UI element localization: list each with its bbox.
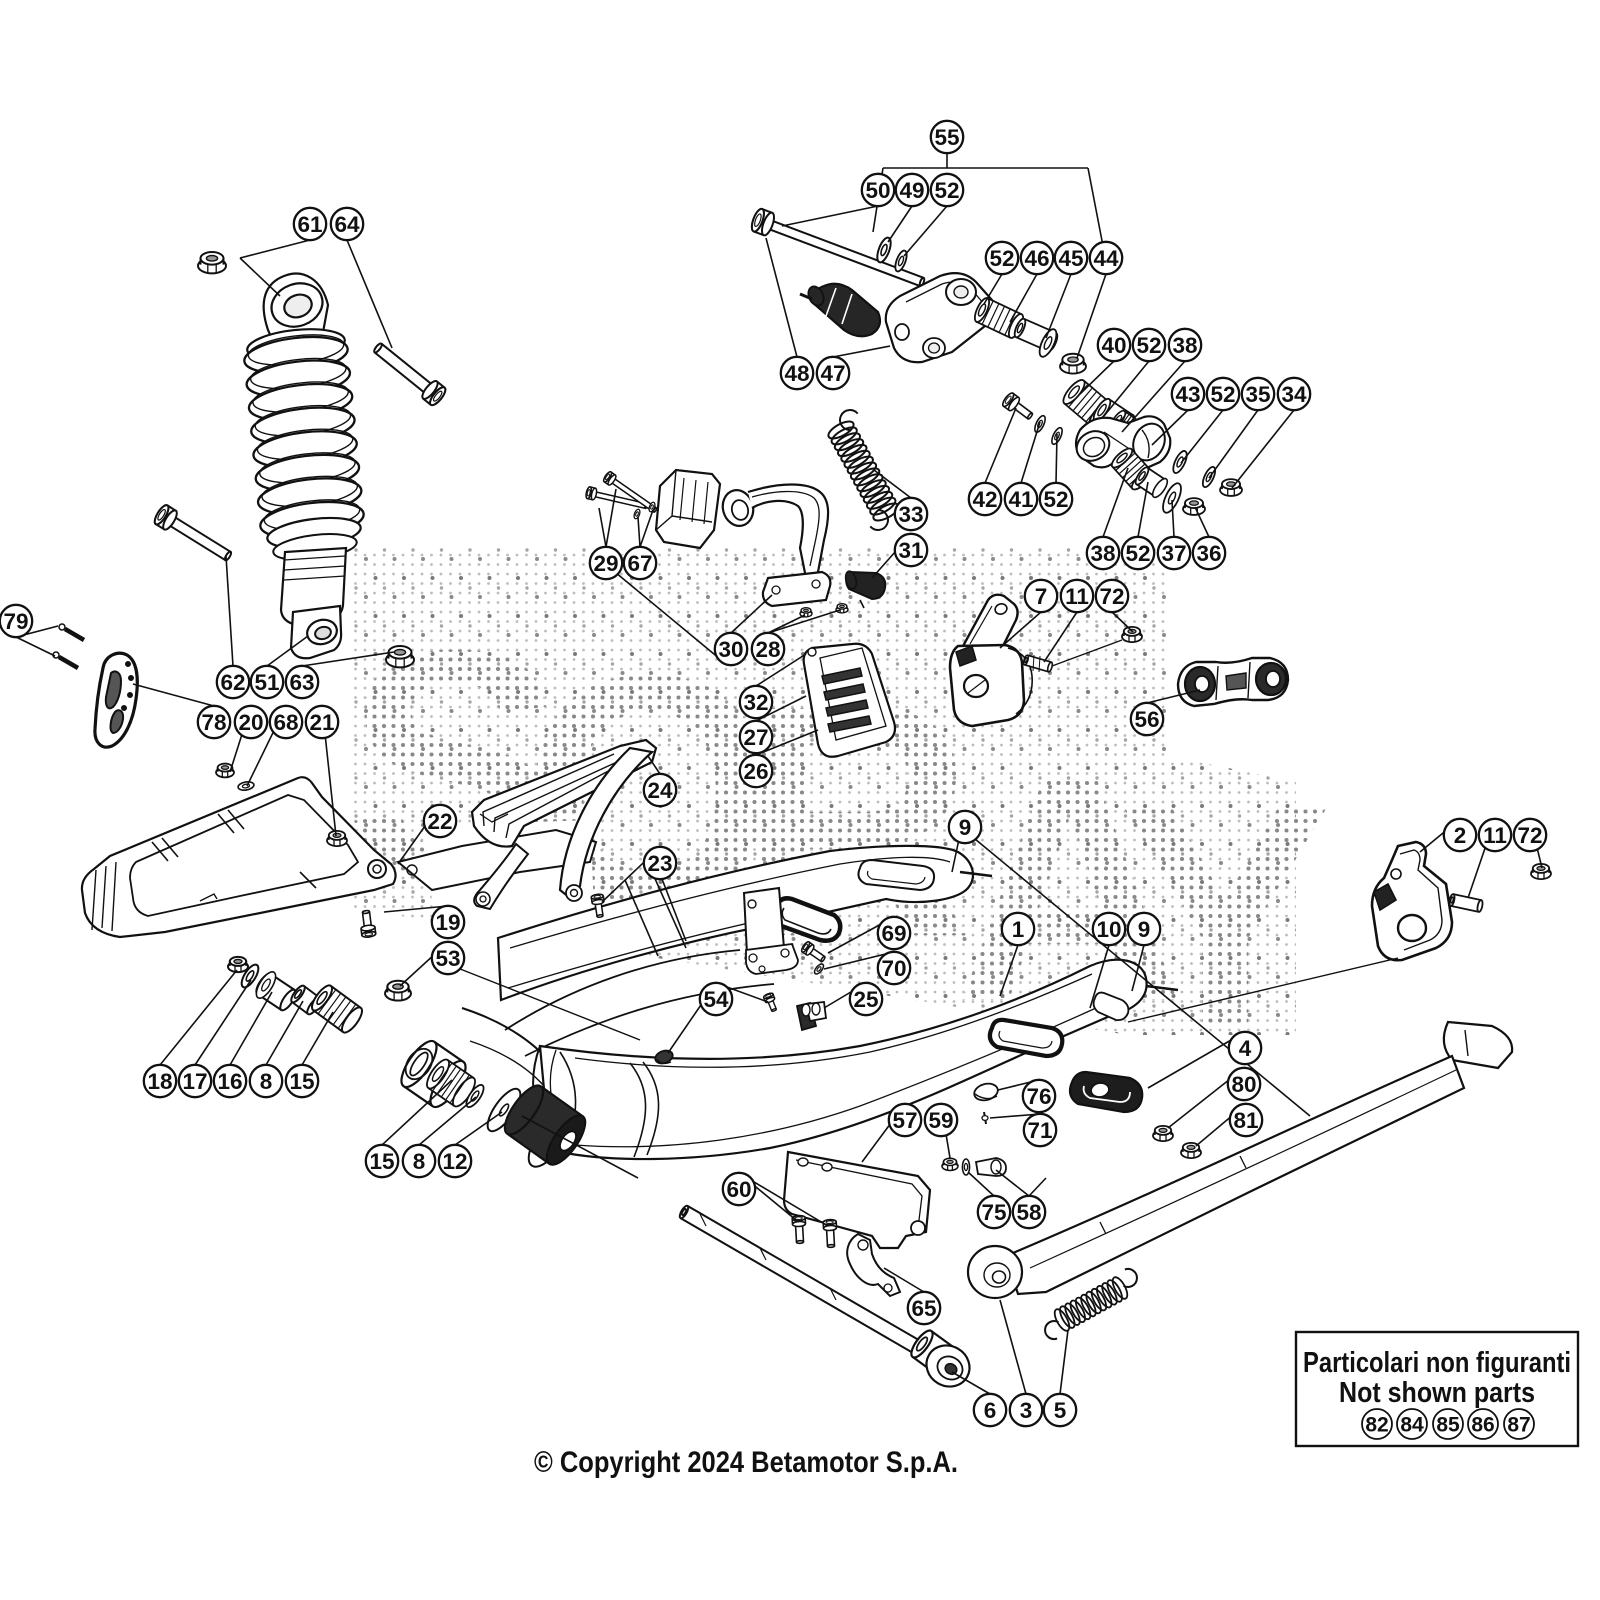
- svg-text:27: 27: [743, 725, 768, 750]
- svg-text:24: 24: [647, 778, 673, 803]
- svg-text:41: 41: [1008, 487, 1033, 512]
- svg-text:15: 15: [289, 1069, 314, 1094]
- svg-text:25: 25: [853, 987, 878, 1012]
- svg-text:59: 59: [928, 1108, 953, 1133]
- svg-text:51: 51: [254, 670, 279, 695]
- svg-text:52: 52: [1210, 382, 1235, 407]
- svg-text:49: 49: [899, 178, 924, 203]
- svg-text:6: 6: [984, 1398, 997, 1423]
- svg-text:22: 22: [427, 809, 452, 834]
- svg-text:53: 53: [435, 946, 460, 971]
- svg-text:43: 43: [1175, 382, 1200, 407]
- svg-text:54: 54: [703, 987, 729, 1012]
- svg-text:52: 52: [1125, 541, 1150, 566]
- svg-text:30: 30: [718, 637, 743, 662]
- svg-text:50: 50: [865, 178, 890, 203]
- svg-text:40: 40: [1101, 333, 1126, 358]
- svg-text:52: 52: [1136, 333, 1161, 358]
- svg-text:57: 57: [892, 1108, 917, 1133]
- svg-text:38: 38: [1090, 541, 1115, 566]
- svg-text:81: 81: [1233, 1108, 1258, 1133]
- svg-text:78: 78: [201, 710, 226, 735]
- svg-text:42: 42: [972, 487, 997, 512]
- svg-text:15: 15: [369, 1149, 394, 1174]
- svg-text:38: 38: [1172, 333, 1197, 358]
- svg-text:12: 12: [442, 1149, 467, 1174]
- svg-text:70: 70: [881, 956, 906, 981]
- svg-text:69: 69: [881, 921, 906, 946]
- svg-text:35: 35: [1245, 382, 1270, 407]
- svg-text:7: 7: [1035, 584, 1048, 609]
- svg-text:61: 61: [297, 212, 322, 237]
- svg-text:80: 80: [1231, 1072, 1256, 1097]
- svg-text:58: 58: [1016, 1200, 1041, 1225]
- svg-text:55: 55: [934, 125, 959, 150]
- svg-text:2: 2: [1454, 823, 1467, 848]
- svg-text:28: 28: [755, 637, 780, 662]
- svg-text:3: 3: [1020, 1398, 1033, 1423]
- svg-text:45: 45: [1058, 246, 1083, 271]
- svg-text:17: 17: [182, 1069, 207, 1094]
- svg-text:Particolari non figuranti: Particolari non figuranti: [1303, 1347, 1571, 1379]
- svg-text:64: 64: [334, 212, 360, 237]
- svg-text:© Copyright 2024 Betamotor S.p: © Copyright 2024 Betamotor S.p.A.: [534, 1446, 958, 1479]
- svg-text:11: 11: [1065, 584, 1089, 609]
- svg-text:31: 31: [898, 538, 923, 563]
- svg-text:5: 5: [1054, 1398, 1067, 1423]
- svg-text:85: 85: [1436, 1414, 1460, 1437]
- svg-text:44: 44: [1093, 246, 1119, 271]
- svg-text:52: 52: [989, 246, 1014, 271]
- svg-text:34: 34: [1281, 382, 1307, 407]
- svg-text:Not shown parts: Not shown parts: [1339, 1377, 1535, 1409]
- svg-text:48: 48: [784, 361, 809, 386]
- svg-text:10: 10: [1096, 917, 1121, 942]
- svg-text:86: 86: [1471, 1414, 1494, 1437]
- svg-text:9: 9: [959, 815, 972, 840]
- svg-text:26: 26: [743, 759, 768, 784]
- svg-text:21: 21: [309, 710, 334, 735]
- svg-text:18: 18: [147, 1069, 172, 1094]
- svg-text:84: 84: [1400, 1414, 1424, 1437]
- svg-text:79: 79: [3, 609, 28, 634]
- svg-text:82: 82: [1365, 1414, 1388, 1437]
- svg-text:32: 32: [743, 690, 768, 715]
- svg-text:67: 67: [627, 551, 652, 576]
- svg-text:52: 52: [1043, 487, 1068, 512]
- svg-text:87: 87: [1507, 1414, 1530, 1437]
- svg-text:36: 36: [1196, 541, 1221, 566]
- svg-text:72: 72: [1099, 584, 1124, 609]
- svg-text:56: 56: [1134, 707, 1159, 732]
- svg-text:4: 4: [1239, 1036, 1252, 1061]
- svg-text:11: 11: [1483, 823, 1507, 848]
- svg-text:19: 19: [435, 910, 460, 935]
- svg-text:62: 62: [220, 670, 245, 695]
- svg-text:8: 8: [260, 1069, 273, 1094]
- svg-text:29: 29: [593, 551, 618, 576]
- svg-text:60: 60: [726, 1177, 751, 1202]
- svg-text:71: 71: [1027, 1118, 1052, 1143]
- svg-text:9: 9: [1138, 917, 1151, 942]
- svg-text:8: 8: [413, 1149, 426, 1174]
- svg-text:65: 65: [911, 1296, 936, 1321]
- svg-text:72: 72: [1517, 823, 1542, 848]
- svg-text:1: 1: [1012, 917, 1025, 942]
- svg-text:47: 47: [820, 361, 845, 386]
- svg-text:23: 23: [647, 851, 672, 876]
- svg-text:33: 33: [898, 502, 923, 527]
- svg-text:75: 75: [981, 1200, 1006, 1225]
- svg-text:68: 68: [273, 710, 298, 735]
- svg-text:46: 46: [1024, 246, 1049, 271]
- svg-text:16: 16: [217, 1069, 242, 1094]
- svg-text:52: 52: [934, 178, 959, 203]
- svg-text:76: 76: [1026, 1084, 1051, 1109]
- svg-text:37: 37: [1161, 541, 1186, 566]
- svg-text:63: 63: [289, 670, 314, 695]
- svg-text:20: 20: [238, 710, 263, 735]
